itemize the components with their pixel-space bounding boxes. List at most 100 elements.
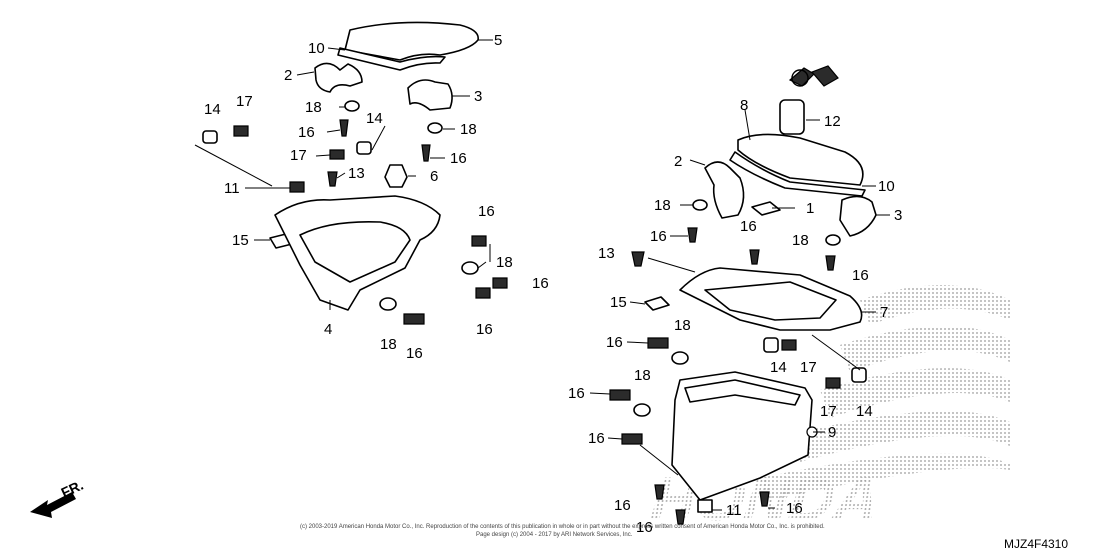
tray-inner-4 [299, 220, 411, 283]
washer-icon [427, 122, 443, 134]
screw-icon [749, 249, 760, 265]
bolt-icon [233, 125, 249, 137]
hinge-part-2-right [704, 161, 745, 219]
grommet-icon [851, 367, 867, 383]
callout-17: 17 [820, 403, 837, 420]
callout-16: 16 [532, 275, 549, 292]
callout-16: 16 [614, 497, 631, 514]
callout-16: 16 [476, 321, 493, 338]
callout-labels: 5 10 2 3 14 17 18 18 16 14 17 16 13 6 11… [204, 32, 902, 536]
bolt-icon [329, 149, 345, 160]
callout-14: 14 [770, 359, 787, 376]
callout-18: 18 [654, 197, 671, 214]
callout-2: 2 [674, 153, 682, 170]
seal-part-10 [337, 47, 446, 71]
washer-icon [633, 403, 651, 417]
copyright-line-2: Page design (c) 2004 - 2017 by ARI Netwo… [476, 532, 633, 538]
screw-icon [647, 337, 669, 349]
clip-part-11 [697, 499, 713, 513]
callout-18: 18 [792, 232, 809, 249]
callout-18: 18 [496, 254, 513, 271]
screw-icon [621, 433, 643, 445]
callout-18: 18 [460, 121, 477, 138]
callout-18: 18 [634, 367, 651, 384]
hinge-part-3-left [407, 79, 453, 111]
callout-15: 15 [610, 294, 627, 311]
washer-icon [692, 199, 708, 211]
washer-icon [344, 100, 360, 112]
callout-3: 3 [474, 88, 482, 105]
callout-6: 6 [430, 168, 438, 185]
frame-inner-7 [704, 281, 837, 321]
callout-16: 16 [568, 385, 585, 402]
callout-11: 11 [726, 502, 742, 519]
seal-part-10 [729, 151, 866, 197]
callout-3: 3 [894, 207, 902, 224]
left-assembly [194, 21, 508, 325]
washer-icon [461, 261, 479, 275]
screw-icon [471, 235, 487, 247]
callout-16: 16 [298, 124, 315, 141]
screw-icon [687, 227, 698, 243]
washer-icon [825, 234, 841, 246]
screw-icon [825, 255, 836, 271]
clip-part-1 [751, 201, 781, 216]
callout-16: 16 [740, 218, 757, 235]
callout-9: 9 [828, 424, 836, 441]
screw-icon [631, 251, 645, 267]
front-direction-indicator: FR. [30, 477, 86, 518]
callout-11: 11 [224, 180, 240, 197]
callout-14: 14 [856, 403, 873, 420]
box-rim-9 [684, 379, 801, 406]
hinge-part-2-left [314, 62, 363, 93]
key-ring-icon [791, 69, 809, 87]
callout-13: 13 [348, 165, 365, 182]
callout-16: 16 [636, 519, 653, 536]
lock-cylinder-part-12 [779, 99, 805, 135]
callout-4: 4 [324, 321, 332, 338]
callout-16: 16 [588, 430, 605, 447]
screw-icon [675, 509, 686, 525]
callout-18: 18 [674, 317, 691, 334]
callout-1: 1 [806, 200, 814, 217]
callout-8: 8 [740, 97, 748, 114]
callout-14: 14 [366, 110, 383, 127]
right-assembly [589, 65, 890, 525]
screw-icon [339, 119, 349, 137]
bolt-icon [781, 339, 797, 351]
screw-icon [759, 491, 770, 507]
callout-17: 17 [236, 93, 253, 110]
screw-icon [492, 277, 508, 289]
callout-12: 12 [824, 113, 841, 130]
key-part-12 [810, 65, 839, 87]
callout-16: 16 [606, 334, 623, 351]
clip-part-15 [644, 296, 670, 311]
callout-16: 16 [650, 228, 667, 245]
callout-17: 17 [800, 359, 817, 376]
grommet-icon [356, 141, 372, 155]
screw-icon [327, 171, 338, 187]
screw-icon [609, 389, 631, 401]
callout-15: 15 [232, 232, 249, 249]
washer-icon [671, 351, 689, 365]
callout-16: 16 [478, 203, 495, 220]
callout-13: 13 [598, 245, 615, 262]
screw-icon [654, 484, 665, 500]
callout-16: 16 [852, 267, 869, 284]
grommet-icon [202, 130, 218, 144]
callout-17: 17 [290, 147, 307, 164]
bolt-icon [825, 377, 841, 389]
callout-14: 14 [204, 101, 221, 118]
box-part-9 [671, 371, 813, 501]
grommet-icon [763, 337, 779, 353]
diagram-code: MJZ4F4310 [1004, 537, 1068, 551]
callout-16: 16 [450, 150, 467, 167]
callout-16: 16 [786, 500, 803, 517]
hinge-part-3-right [839, 195, 877, 237]
lid-part-8 [737, 133, 864, 186]
honda-wing-watermark: HONDA [647, 285, 1010, 534]
screw-icon [421, 144, 431, 162]
copyright-line-1: (c) 2003-2019 American Honda Motor Co., … [300, 524, 825, 530]
callout-16: 16 [406, 345, 423, 362]
